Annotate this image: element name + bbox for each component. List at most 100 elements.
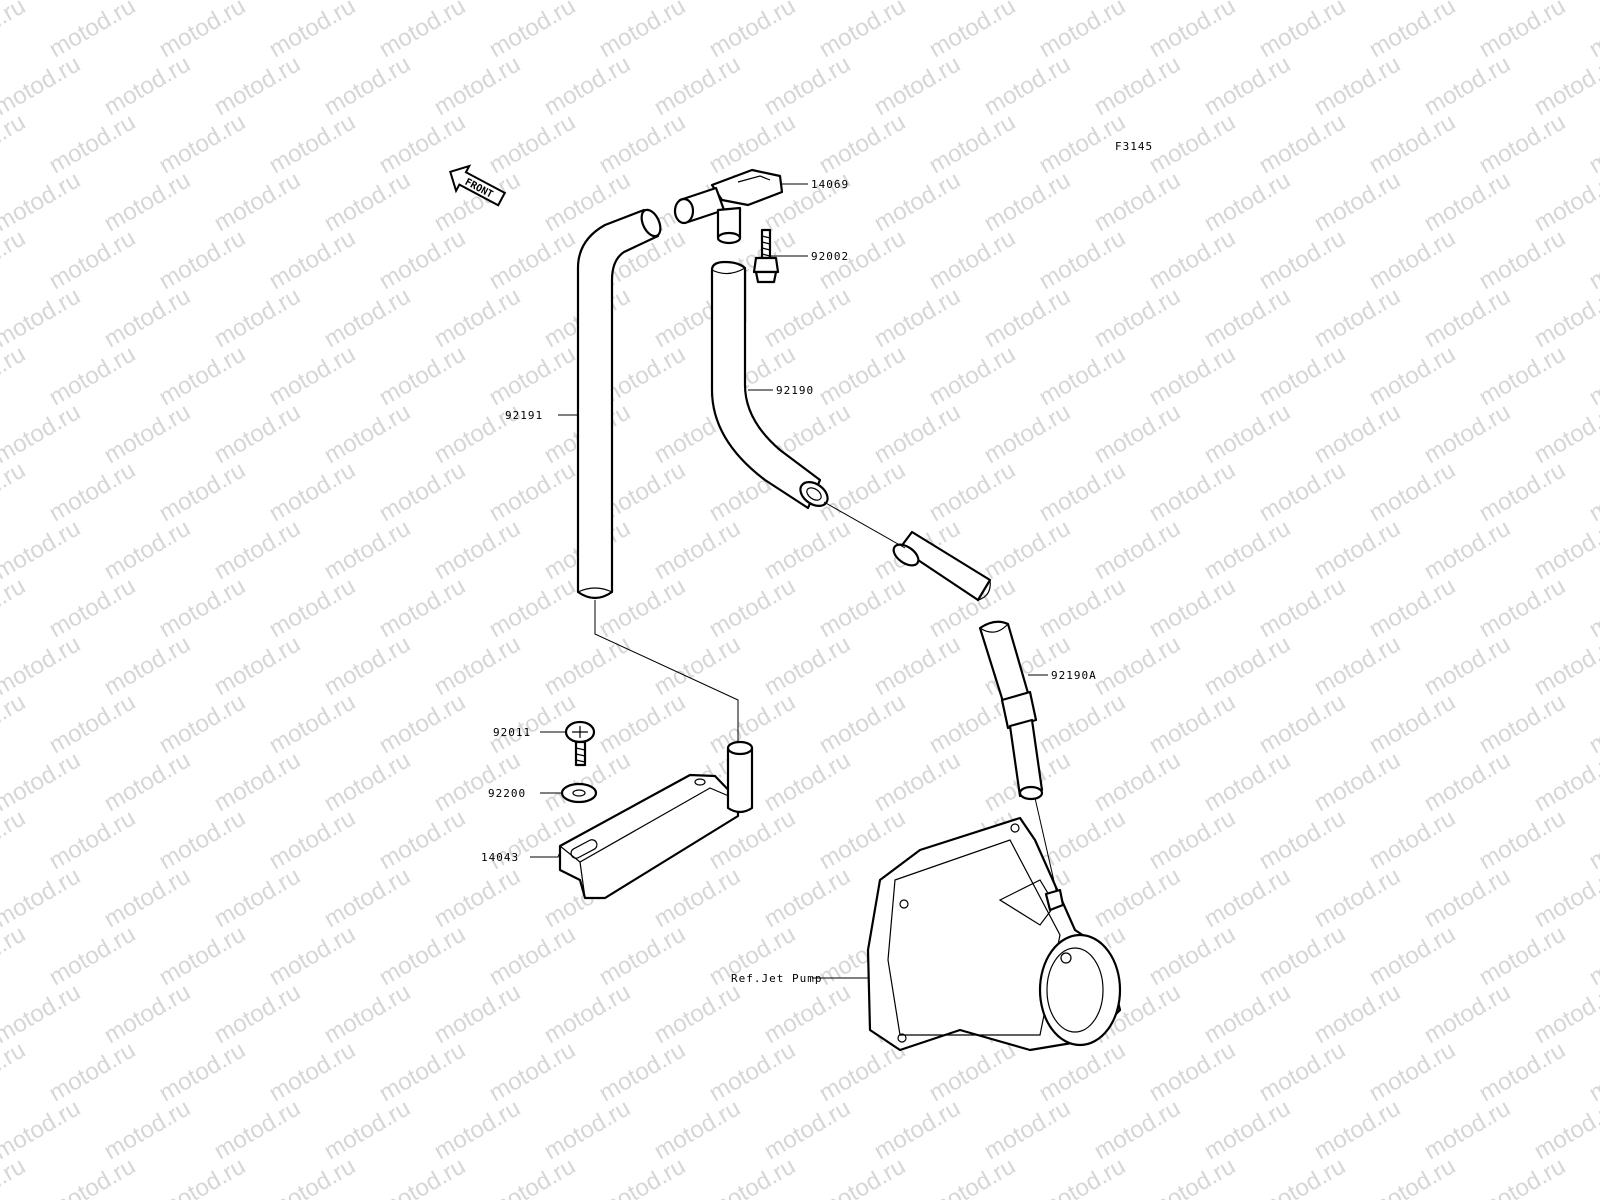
watermark-text: motod.ru: [925, 456, 1021, 527]
watermark-text: motod.ru: [815, 340, 911, 411]
watermark-text: motod.ru: [925, 108, 1021, 179]
watermark-text: motod.ru: [375, 920, 471, 991]
watermark-text: motod.ru: [155, 108, 251, 179]
watermark-text: motod.ru: [1475, 804, 1571, 875]
watermark-text: motod.ru: [595, 920, 691, 991]
watermark-text: motod.ru: [1090, 282, 1186, 353]
watermark-text: motod.ru: [1530, 50, 1600, 121]
watermark-text: motod.ru: [1365, 688, 1461, 759]
watermark-text: motod.ru: [1420, 862, 1516, 933]
watermark-text: motod.ru: [1200, 978, 1296, 1049]
watermark-text: motod.ru: [265, 0, 361, 63]
watermark-text: motod.ru: [430, 1094, 526, 1165]
watermark-text: motod.ru: [1090, 630, 1186, 701]
watermark-text: motod.ru: [1475, 340, 1571, 411]
watermark-text: motod.ru: [650, 978, 746, 1049]
watermark-text: motod.ru: [705, 1152, 801, 1200]
watermark-text: motod.ru: [760, 978, 856, 1049]
watermark-text: motod.ru: [1090, 862, 1186, 933]
watermark-text: motod.ru: [1365, 1152, 1461, 1200]
watermark-text: motod.ru: [1255, 1152, 1351, 1200]
watermark-text: motod.ru: [595, 108, 691, 179]
watermark-text: motod.ru: [1145, 456, 1241, 527]
watermark-text: motod.ru: [1200, 166, 1296, 237]
watermark-text: motod.ru: [1255, 224, 1351, 295]
watermark-text: motod.ru: [1365, 572, 1461, 643]
watermark-text: motod.ru: [1585, 340, 1600, 411]
watermark-text: motod.ru: [980, 1094, 1076, 1165]
watermark-text: motod.ru: [1310, 282, 1406, 353]
watermark-text: motod.ru: [870, 630, 966, 701]
watermark-text: motod.ru: [1145, 1036, 1241, 1107]
watermark-text: motod.ru: [980, 514, 1076, 585]
watermark-text: motod.ru: [45, 572, 141, 643]
watermark-text: motod.ru: [265, 224, 361, 295]
watermark-text: motod.ru: [1420, 514, 1516, 585]
watermark-text: motod.ru: [375, 340, 471, 411]
watermark-text: motod.ru: [1530, 1094, 1600, 1165]
watermark-text: motod.ru: [265, 456, 361, 527]
watermark-text: motod.ru: [210, 50, 306, 121]
watermark-text: motod.ru: [1200, 514, 1296, 585]
watermark-text: motod.ru: [815, 804, 911, 875]
watermark-text: motod.ru: [1530, 746, 1600, 817]
watermark-text: motod.ru: [1145, 1152, 1241, 1200]
label-jet-pump: Ref.Jet Pump: [731, 972, 822, 985]
watermark-text: motod.ru: [155, 340, 251, 411]
watermark-text: motod.ru: [595, 1036, 691, 1107]
watermark-text: motod.ru: [1585, 572, 1600, 643]
watermark-text: motod.ru: [375, 804, 471, 875]
watermark-text: motod.ru: [815, 688, 911, 759]
watermark-text: motod.ru: [760, 630, 856, 701]
watermark-text: motod.ru: [155, 920, 251, 991]
watermark-text: motod.ru: [485, 108, 581, 179]
watermark-text: motod.ru: [925, 1036, 1021, 1107]
watermark-text: motod.ru: [100, 514, 196, 585]
watermark-text: motod.ru: [45, 1152, 141, 1200]
watermark-text: motod.ru: [760, 282, 856, 353]
label-92191: 92191: [505, 409, 543, 422]
watermark-text: motod.ru: [1310, 746, 1406, 817]
watermark-text: motod.ru: [1145, 920, 1241, 991]
watermark-text: motod.ru: [1090, 1094, 1186, 1165]
watermark-text: motod.ru: [320, 50, 416, 121]
watermark-text: motod.ru: [1255, 804, 1351, 875]
watermark-text: motod.ru: [870, 746, 966, 817]
watermark-text: motod.ru: [925, 340, 1021, 411]
watermark-text: motod.ru: [210, 166, 306, 237]
watermark-text: motod.ru: [430, 282, 526, 353]
watermark-text: motod.ru: [595, 0, 691, 63]
watermark-text: motod.ru: [540, 746, 636, 817]
watermark-text: motod.ru: [320, 282, 416, 353]
watermark-text: motod.ru: [210, 746, 306, 817]
watermark-text: motod.ru: [265, 572, 361, 643]
watermark-text: motod.ru: [1145, 224, 1241, 295]
watermark-text: motod.ru: [1090, 50, 1186, 121]
watermark-text: motod.ru: [760, 514, 856, 585]
watermark-text: motod.ru: [650, 50, 746, 121]
watermark-text: motod.ru: [1530, 398, 1600, 469]
watermark-text: motod.ru: [1530, 978, 1600, 1049]
watermark-text: motod.ru: [1255, 108, 1351, 179]
watermark-text: motod.ru: [650, 514, 746, 585]
watermark-text: motod.ru: [375, 572, 471, 643]
watermark-text: motod.ru: [320, 514, 416, 585]
watermark-text: motod.ru: [1475, 456, 1571, 527]
watermark-text: motod.ru: [1145, 340, 1241, 411]
watermark-text: motod.ru: [980, 166, 1076, 237]
watermark-text: motod.ru: [155, 572, 251, 643]
watermark-text: motod.ru: [100, 282, 196, 353]
watermark-text: motod.ru: [0, 0, 30, 63]
watermark-text: motod.ru: [210, 630, 306, 701]
watermark-text: motod.ru: [760, 1094, 856, 1165]
watermark-text: motod.ru: [320, 630, 416, 701]
watermark-text: motod.ru: [705, 1036, 801, 1107]
watermark-text: motod.ru: [0, 1152, 30, 1200]
watermark-text: motod.ru: [1365, 0, 1461, 63]
watermark-text: motod.ru: [1200, 50, 1296, 121]
watermark-text: motod.ru: [650, 862, 746, 933]
watermark-text: motod.ru: [1585, 1036, 1600, 1107]
watermark-text: motod.ru: [1530, 282, 1600, 353]
watermark-text: motod.ru: [0, 108, 30, 179]
